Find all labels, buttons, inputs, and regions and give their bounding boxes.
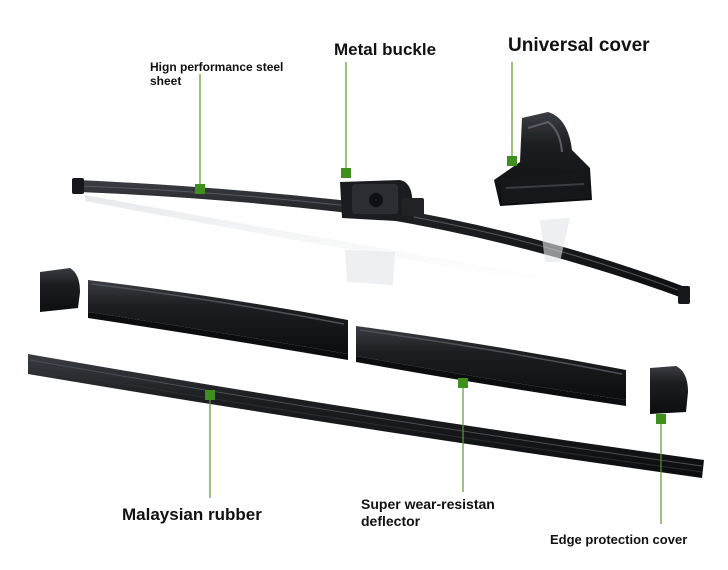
deflector-segment-right <box>356 326 626 406</box>
blade-reflection <box>85 195 680 306</box>
label-deflector: Super wear-resistan deflector <box>361 496 495 529</box>
cover-reflection <box>540 218 570 262</box>
blade-end-cap-right <box>678 286 690 304</box>
blade-end-cap-left <box>72 178 84 194</box>
marker-metal-buckle <box>341 168 351 178</box>
buckle-reflection <box>345 250 395 285</box>
marker-edge-cover <box>656 414 666 424</box>
marker-steel-sheet <box>195 184 205 194</box>
label-edge-protection-cover: Edge protection cover <box>550 532 688 547</box>
marker-deflector <box>458 378 468 388</box>
universal-cover-part <box>494 112 592 262</box>
label-malaysian-rubber: Malaysian rubber <box>122 505 262 524</box>
label-universal-cover: Universal cover <box>508 35 650 56</box>
wiper-blade <box>72 178 690 304</box>
leader-lines <box>199 62 662 524</box>
marker-malaysian-rubber <box>205 390 215 400</box>
label-metal-buckle: Metal buckle <box>334 40 437 59</box>
label-steel-sheet: Hign performance steel sheet <box>150 60 284 89</box>
markers <box>195 156 666 424</box>
left-end-cap <box>40 268 80 312</box>
metal-buckle-part <box>340 180 424 285</box>
deflector-segment-left <box>88 280 348 360</box>
edge-protection-cover-part <box>650 366 688 414</box>
rubber-strip <box>28 354 704 478</box>
marker-universal-cover <box>507 156 517 166</box>
